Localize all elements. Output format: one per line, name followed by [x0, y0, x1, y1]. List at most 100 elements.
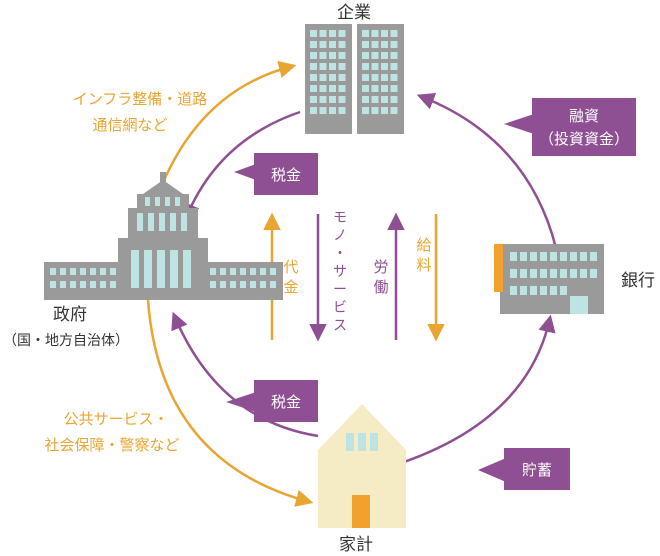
infra-label: インフラ整備・道路 通信網など — [73, 90, 208, 134]
svg-text:通信網など: 通信網など — [92, 116, 167, 134]
window — [230, 281, 236, 288]
window — [240, 281, 246, 288]
window — [371, 107, 379, 114]
window — [90, 268, 96, 275]
window — [319, 63, 327, 70]
window — [390, 107, 398, 114]
window — [590, 252, 597, 261]
window — [390, 41, 398, 48]
window — [371, 30, 379, 37]
arrow-bank-to-company-loan — [416, 92, 558, 249]
window — [270, 268, 276, 275]
payment-label: 代 金 — [283, 258, 298, 296]
company-building-icon — [305, 24, 404, 134]
svg-text:（投資資金）: （投資資金） — [539, 130, 629, 148]
window — [381, 41, 388, 48]
salary-label: 給 料 — [416, 236, 431, 274]
public-services-label: 公共サービス・ 社会保障・警察など — [44, 410, 179, 454]
government-building-icon — [44, 172, 283, 300]
window — [338, 85, 346, 92]
window — [329, 107, 336, 114]
window — [362, 85, 369, 92]
window — [170, 250, 178, 288]
svg-text:ー: ー — [333, 282, 347, 298]
window — [131, 250, 139, 288]
arrow-company-to-government-tax — [183, 110, 301, 222]
window — [250, 268, 256, 275]
window — [362, 41, 369, 48]
window — [183, 250, 191, 288]
svg-text:料: 料 — [416, 256, 431, 274]
window — [338, 107, 346, 114]
window — [310, 41, 317, 48]
window — [550, 252, 557, 261]
window — [319, 52, 327, 59]
window — [338, 96, 346, 103]
svg-text:・: ・ — [333, 246, 347, 262]
svg-text:ビ: ビ — [333, 300, 347, 316]
window — [50, 268, 56, 275]
window — [362, 107, 369, 114]
window — [310, 74, 317, 81]
window — [371, 41, 379, 48]
window — [80, 268, 86, 275]
window — [570, 269, 577, 278]
government-sub-label: （国・地方自治体） — [3, 333, 129, 349]
window — [110, 281, 116, 288]
window — [510, 286, 517, 295]
window — [560, 252, 567, 261]
window — [362, 74, 369, 81]
svg-text:社会保障・警察など: 社会保障・警察など — [44, 436, 179, 454]
window — [319, 30, 327, 37]
window — [220, 268, 226, 275]
window — [381, 30, 388, 37]
bank-building-icon — [494, 244, 604, 314]
window — [270, 281, 276, 288]
window — [310, 52, 317, 59]
window — [148, 213, 154, 231]
window — [210, 281, 216, 288]
window — [362, 30, 369, 37]
window — [371, 63, 379, 70]
window — [210, 268, 216, 275]
window — [310, 30, 317, 37]
window — [260, 268, 266, 275]
window — [590, 269, 597, 278]
svg-text:金: 金 — [283, 278, 298, 296]
window — [329, 63, 336, 70]
window — [338, 74, 346, 81]
window — [381, 63, 388, 70]
window — [338, 63, 346, 70]
window — [70, 281, 76, 288]
window — [338, 41, 346, 48]
window — [100, 281, 106, 288]
savings-callout: 貯蓄 — [478, 448, 570, 490]
svg-text:税金: 税金 — [271, 393, 301, 411]
window — [181, 213, 187, 231]
svg-text:税金: 税金 — [271, 166, 301, 184]
window — [338, 52, 346, 59]
window — [110, 268, 116, 275]
labor-label: 労 働 — [373, 258, 388, 296]
window — [329, 85, 336, 92]
window — [560, 286, 567, 295]
window — [530, 286, 537, 295]
window — [260, 281, 266, 288]
window — [550, 269, 557, 278]
svg-text:働: 働 — [373, 278, 388, 296]
window — [50, 281, 56, 288]
arrow-government-to-household-public — [146, 299, 314, 507]
svg-text:給: 給 — [416, 236, 431, 254]
svg-text:貯蓄: 貯蓄 — [522, 461, 552, 479]
window — [159, 213, 165, 231]
window — [381, 85, 388, 92]
arrow-government-to-company-infra — [156, 60, 297, 196]
window — [381, 107, 388, 114]
window — [240, 268, 246, 275]
window — [319, 96, 327, 103]
window — [220, 281, 226, 288]
window — [510, 252, 517, 261]
tax-callout-household: 税金 — [226, 380, 318, 422]
